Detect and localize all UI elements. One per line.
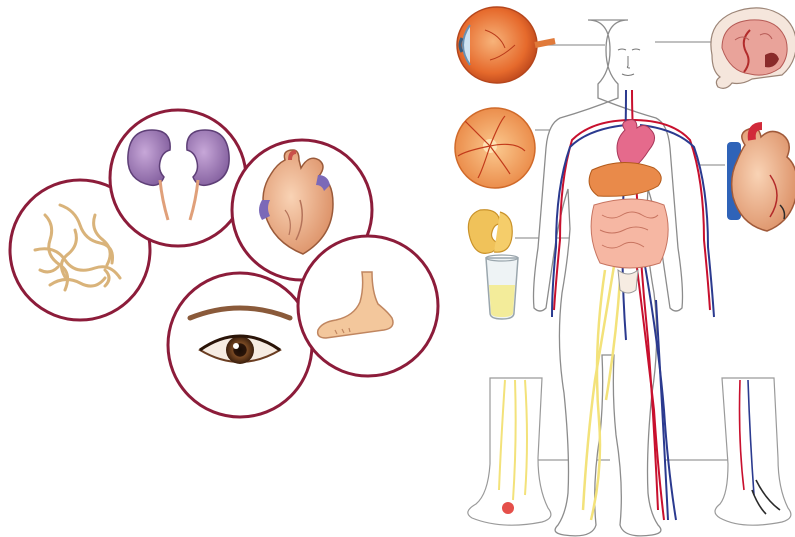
leg-blood-vessels-icon	[715, 378, 791, 525]
eyeball-icon	[457, 7, 555, 83]
retina-icon	[455, 108, 535, 188]
brain-in-head-icon	[711, 8, 795, 88]
leg-nerves-icon	[468, 378, 551, 525]
right-panel	[455, 7, 795, 536]
eye-circle	[168, 273, 312, 417]
kidneys-with-urine-glass-icon	[468, 210, 518, 319]
left-panel	[10, 110, 438, 417]
heart-with-vessels-icon	[727, 126, 795, 231]
kidneys-circle	[110, 110, 246, 246]
human-body-figure	[534, 20, 715, 536]
foot-circle	[298, 236, 438, 376]
